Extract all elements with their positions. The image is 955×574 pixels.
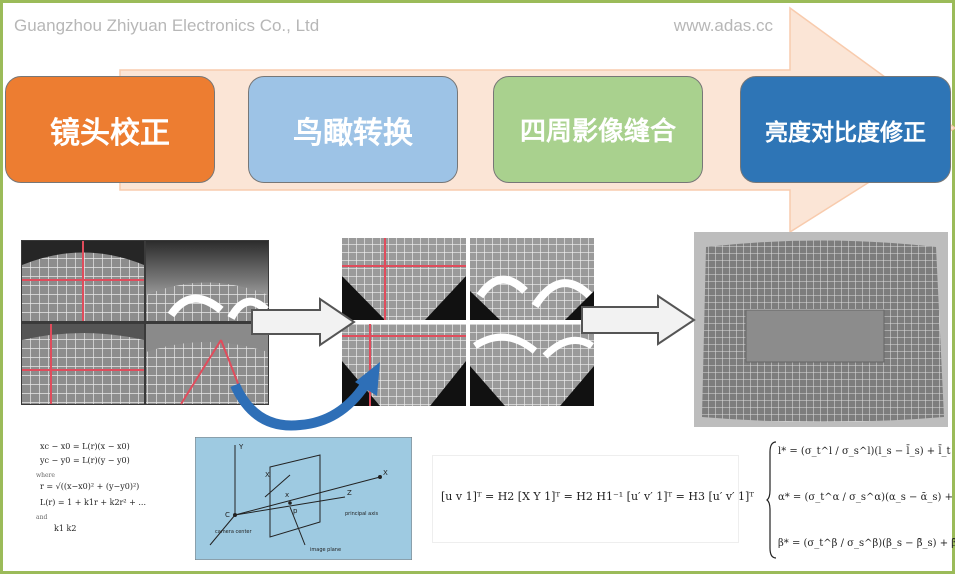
step-brightness-correction[interactable]: 亮度对比度修正 bbox=[740, 76, 951, 183]
point-c-label: C bbox=[225, 511, 230, 519]
step-label: 鸟瞰转换 bbox=[293, 115, 413, 151]
equation-line: l* = (σ_t^l / σ_s^l)(l_s − l̄_s) + l̄_t bbox=[778, 446, 951, 457]
equation-line: yc − y0 = L(r)(y − y0) bbox=[40, 456, 130, 465]
fisheye-raw-photos bbox=[21, 240, 269, 405]
equation-line: L(r) = 1 + k1r + k2r² + ... bbox=[40, 498, 146, 507]
step-image-stitching[interactable]: 四周影像缝合 bbox=[493, 76, 703, 183]
axis-z-label: Z bbox=[347, 489, 352, 497]
step-label: 镜头校正 bbox=[50, 115, 170, 151]
birdview-photos bbox=[340, 236, 596, 408]
stitched-result-photo bbox=[694, 232, 948, 427]
distortion-equation-panel: xc − x0 = L(r)(x − x0) yc − y0 = L(r)(y … bbox=[14, 436, 179, 552]
point-p-label: p bbox=[293, 507, 298, 515]
step-label: 四周影像缝合 bbox=[519, 117, 676, 147]
homography-equation-panel: [u v 1]ᵀ = H2 [X Y 1]ᵀ = H2 H1⁻¹ [u′ v′ … bbox=[432, 455, 754, 543]
gray-arrow-2 bbox=[581, 294, 696, 346]
company-name: Guangzhou Zhiyuan Electronics Co., Ltd bbox=[14, 16, 320, 35]
equation-line: xc − x0 = L(r)(x − x0) bbox=[40, 442, 130, 451]
equation-line: and bbox=[36, 514, 48, 521]
principal-axis-label: principal axis bbox=[345, 511, 379, 517]
step-lens-correction[interactable]: 镜头校正 bbox=[5, 76, 215, 183]
axis-x-label: X bbox=[265, 471, 270, 479]
brace-icon bbox=[766, 441, 777, 559]
point-big-x-label: X bbox=[383, 469, 388, 477]
equation-line: r = √((x−x0)² + (y−y0)²) bbox=[40, 482, 140, 491]
equation-line: β* = (σ_t^β / σ_s^β)(β_s − β̄_s) + β̄_t bbox=[778, 538, 955, 549]
homography-equation: [u v 1]ᵀ = H2 [X Y 1]ᵀ = H2 H1⁻¹ [u′ v′ … bbox=[441, 490, 754, 503]
equation-line: where bbox=[36, 472, 55, 479]
blue-curved-arrow bbox=[230, 362, 380, 431]
brightness-equation-panel: l* = (σ_t^l / σ_s^l)(l_s − l̄_s) + l̄_t … bbox=[760, 432, 955, 564]
step-birdview-transform[interactable]: 鸟瞰转换 bbox=[248, 76, 458, 183]
equation-line: α* = (σ_t^α / σ_s^α)(α_s − ᾱ_s) + ᾱ_t bbox=[778, 492, 955, 503]
camera-center-label: camera center bbox=[215, 529, 252, 535]
camera-projection-diagram: Y X Z camera center image plane principa… bbox=[195, 437, 412, 560]
step-label: 亮度对比度修正 bbox=[765, 119, 926, 146]
equation-line: k1 k2 bbox=[54, 524, 77, 533]
website-url: www.adas.cc bbox=[673, 16, 773, 35]
point-x-label: x bbox=[285, 491, 289, 499]
gray-arrow-1 bbox=[251, 297, 356, 347]
axis-y-label: Y bbox=[238, 443, 244, 451]
image-plane-label: image plane bbox=[310, 547, 341, 553]
